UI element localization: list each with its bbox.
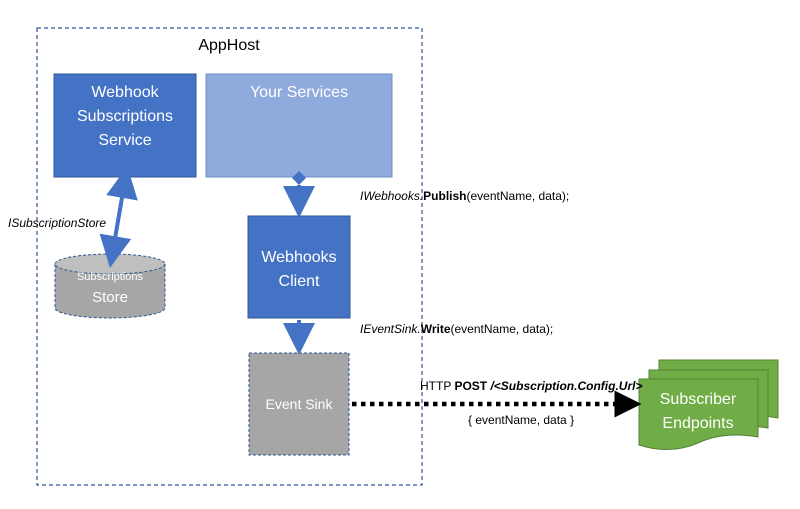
event-sink-label: Event Sink xyxy=(266,396,334,412)
subscription-store-arrow xyxy=(99,166,138,268)
publish-edge-label: IWebhooks.Publish(eventName, data); xyxy=(360,189,569,203)
webhooks-client-line2: Client xyxy=(279,273,320,290)
http-payload-label: { eventName, data } xyxy=(468,413,574,427)
webhook-subscriptions-service-box: Webhook Subscriptions Service xyxy=(53,73,197,178)
write-edge-label: IEventSink.Write(eventName, data); xyxy=(360,322,553,336)
event-sink-box: Event Sink xyxy=(248,352,350,456)
subscriber-endpoints-line2: Endpoints xyxy=(662,415,733,432)
subscriptions-store-line2: Store xyxy=(92,289,128,306)
subscription-store-edge-label: ISubscriptionStore xyxy=(8,216,106,230)
subscriptions-store-cylinder: Subscriptions Store xyxy=(54,253,166,319)
webhook-subscriptions-service-line3: Service xyxy=(98,132,151,149)
apphost-container: AppHost xyxy=(36,27,423,486)
webhook-subscriptions-service-line1: Webhook xyxy=(91,84,159,101)
subscriptions-store-line1: Subscriptions xyxy=(77,271,144,283)
webhook-subscriptions-service-line2: Subscriptions xyxy=(77,108,173,125)
publish-arrow xyxy=(283,171,315,218)
your-services-box: Your Services xyxy=(205,73,393,178)
apphost-title: AppHost xyxy=(198,37,260,54)
your-services-label: Your Services xyxy=(250,84,348,101)
subscriber-endpoints-line1: Subscriber xyxy=(660,391,737,408)
http-post-edge-label: HTTP POST /<Subscription.Config.Url> xyxy=(420,379,642,393)
webhooks-client-box: Webhooks Client xyxy=(247,215,351,319)
webhooks-client-line1: Webhooks xyxy=(261,249,336,266)
subscriber-endpoints-stack: Subscriber Endpoints xyxy=(638,359,779,450)
